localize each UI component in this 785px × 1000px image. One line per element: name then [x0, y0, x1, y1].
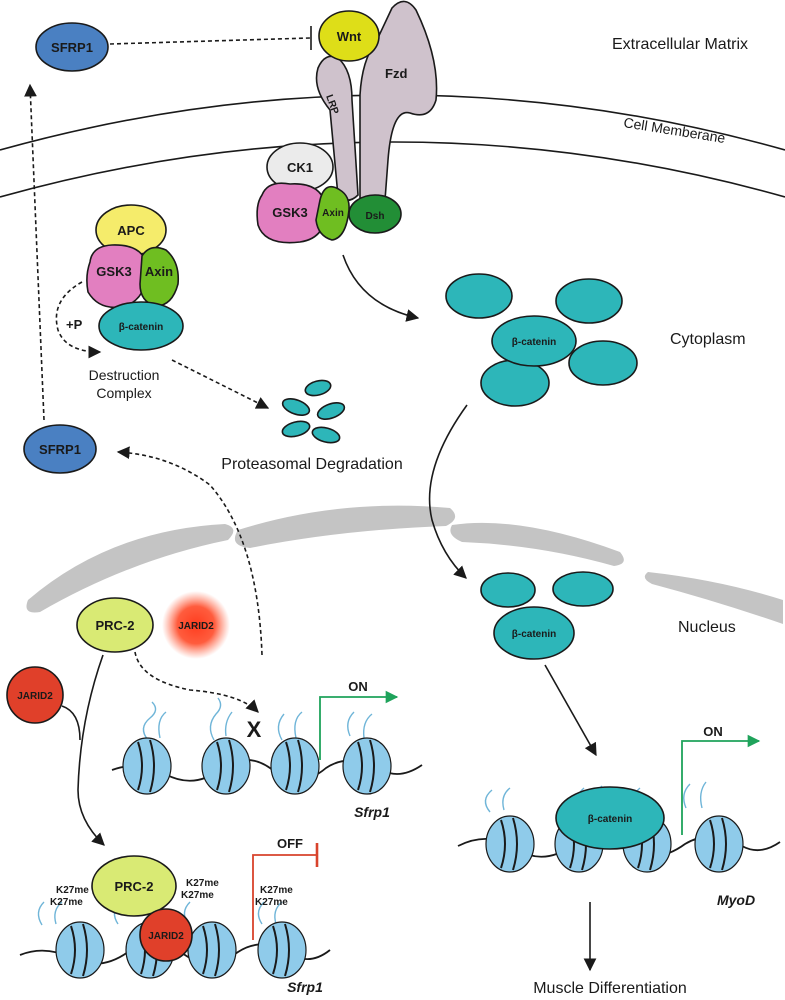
nucleus-label: Nucleus: [678, 619, 736, 636]
jarid2-glow-label: JARID2: [178, 621, 214, 632]
axin-complex-label: Axin: [145, 264, 173, 279]
sfrp1-repressed-chromatin: [19, 901, 331, 979]
prc2-top-label: PRC-2: [95, 618, 134, 633]
cell-membrane-label: Cell Memberane: [623, 114, 727, 146]
nuclear-bcatenin-cluster: [480, 571, 614, 660]
sfrp1-on-arrow: [319, 690, 399, 760]
prc2-bound: [91, 855, 177, 917]
bcatenin-cytoplasm-label: β-catenin: [512, 337, 556, 348]
jarid2-left-label: JARID2: [17, 691, 53, 702]
plus-p-label: +P: [66, 317, 83, 332]
destruction-complex-label-2: Complex: [96, 385, 151, 401]
sfrp1-expression-arrow: [116, 446, 263, 656]
sfrp1-secreted: [23, 424, 97, 474]
jarid2-free: [6, 666, 64, 724]
prc2-nuclear: [76, 597, 154, 653]
axin-complex: [139, 246, 180, 307]
sfrp1-wnt-inhibition-line: [109, 37, 311, 45]
sfrp1-top-label: SFRP1: [51, 40, 93, 55]
membrane-inner-line: [0, 141, 785, 198]
destruction-complex-label-1: Destruction: [89, 367, 160, 383]
bcatenin-complex-label: β-catenin: [119, 322, 163, 333]
apc-label: APC: [117, 223, 145, 238]
k27me-mark-3: K27me: [186, 878, 219, 889]
bcatenin-nuclear-label: β-catenin: [512, 629, 556, 640]
sfrp1-mid-label: SFRP1: [39, 442, 81, 457]
k27me-mark-4: K27me: [181, 890, 214, 901]
on-sfrp1-label: ON: [348, 679, 368, 694]
phosphorylation-arrow: [55, 281, 102, 359]
cytoplasmic-bcatenin-cluster: [445, 273, 638, 407]
sfrp1-gene-top-label: Sfrp1: [354, 804, 390, 820]
sfrp1-off-line: [252, 854, 317, 940]
jarid2-glow: [162, 591, 230, 659]
ck1-label: CK1: [287, 160, 313, 175]
jarid2-bound: [139, 908, 193, 962]
arrow-to-cytoplasm-bcatenin: [342, 254, 420, 322]
wnt-ligand: [318, 10, 380, 62]
k27me-mark-1: K27me: [56, 885, 89, 896]
blocked-x-mark: X: [247, 717, 262, 742]
k27me-mark-6: K27me: [255, 897, 288, 908]
degradation-arrow: [171, 359, 270, 409]
jarid2-join-line: [61, 705, 81, 741]
prc2-recruitment-arrow: [77, 654, 105, 846]
bcatenin-myod-label: β-catenin: [588, 814, 632, 825]
jarid2-bottom-label: JARID2: [148, 931, 184, 942]
myod-on-arrow: [681, 734, 761, 835]
wnt-label: Wnt: [337, 29, 362, 44]
gsk3-complex-label: GSK3: [96, 264, 131, 279]
extracellular-matrix-label: Extracellular Matrix: [612, 36, 748, 53]
myod-gene-label: MyoD: [717, 892, 755, 908]
dsh-label: Dsh: [366, 211, 385, 222]
k27me-mark-2: K27me: [50, 897, 83, 908]
bcatenin-to-myod-arrow: [544, 664, 597, 757]
axin-membrane-label: Axin: [322, 208, 344, 219]
prc2-target-arrow: [134, 651, 259, 713]
sfrp1-active-chromatin: [111, 697, 423, 795]
proteasomal-degradation-label: Proteasomal Degradation: [221, 456, 402, 473]
off-label: OFF: [277, 836, 303, 851]
bcatenin-complex: [98, 301, 184, 351]
nuclear-envelope: [26, 505, 783, 624]
nuclear-translocation-arrow: [428, 404, 468, 579]
gsk3-membrane-label: GSK3: [272, 205, 307, 220]
muscle-differentiation-label: Muscle Differentiation: [533, 980, 687, 997]
dsh-protein: [348, 194, 402, 234]
prc2-bottom-label: PRC-2: [114, 879, 153, 894]
sfrp1-secretion-arrow: [24, 83, 45, 421]
on-myod-label: ON: [703, 724, 723, 739]
cytoplasm-label: Cytoplasm: [670, 331, 746, 348]
fzd-label: Fzd: [385, 66, 407, 81]
k27me-mark-5: K27me: [260, 885, 293, 896]
sfrp1-extracellular: [35, 22, 109, 72]
bcatenin-myod-bound: [555, 786, 665, 850]
degraded-bcatenin-fragments: [281, 379, 346, 444]
sfrp1-gene-bottom-label: Sfrp1: [287, 979, 323, 995]
